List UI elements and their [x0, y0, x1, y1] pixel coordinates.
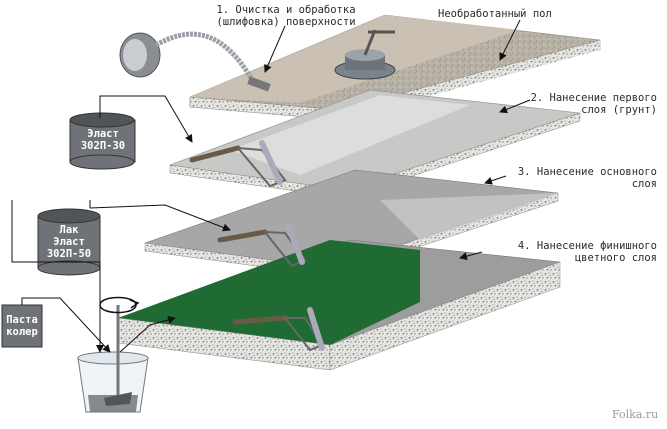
step4-line1: 4. Нанесение финишного	[517, 240, 657, 252]
step1-line2: (шлифовка) поверхности	[216, 16, 356, 28]
can2-label: Лак Эласт 302П-50	[38, 224, 100, 260]
can1-line1: Эласт	[87, 128, 119, 140]
can-lak-elast-50-icon	[37, 208, 101, 276]
step1-line1: 1. Очистка и обработка	[216, 4, 356, 16]
board-raw-floor	[189, 14, 601, 121]
connector-lines	[11, 19, 531, 353]
can1-label: Эласт 302П-30	[72, 128, 134, 152]
vacuum-cleaner-icon	[119, 31, 271, 92]
step3-line2: слоя	[631, 178, 657, 190]
rotation-arrow-icon	[99, 296, 140, 314]
mixer-icon	[104, 305, 132, 406]
roller-icon	[232, 307, 325, 352]
step4-label: 4. Нанесение финишного цветного слоя	[460, 240, 657, 264]
can2-line3: 302П-50	[46, 248, 92, 260]
can3-label: Паста колер	[2, 314, 42, 338]
raw-floor-label: Необработанный пол	[438, 8, 552, 20]
can2-line1: Лак	[59, 224, 79, 236]
roller-icon	[217, 222, 307, 268]
step2-line1: 2. Нанесение первого	[530, 92, 657, 104]
can3-line2: колер	[6, 326, 38, 338]
step4-line2: цветного слоя	[574, 252, 657, 264]
sanding-machine-icon	[334, 29, 396, 80]
roller-icon	[189, 140, 287, 188]
can-pasta-koler-icon	[1, 304, 43, 348]
can3-line1: Паста	[6, 314, 38, 326]
step3-line1: 3. Нанесение основного	[517, 166, 657, 178]
watermark: Folka.ru	[612, 408, 659, 421]
step1-label: 1. Очистка и обработка (шлифовка) поверх…	[186, 4, 386, 28]
step3-label: 3. Нанесение основного слоя	[460, 166, 657, 190]
board-finish-layer	[117, 239, 561, 371]
can-elast-30-icon	[69, 112, 136, 170]
step2-line2: слоя (грунт)	[581, 104, 657, 116]
can2-line2: Эласт	[53, 236, 85, 248]
step2-label: 2. Нанесение первого слоя (грунт)	[470, 92, 657, 116]
can1-line2: 302П-30	[80, 140, 126, 152]
